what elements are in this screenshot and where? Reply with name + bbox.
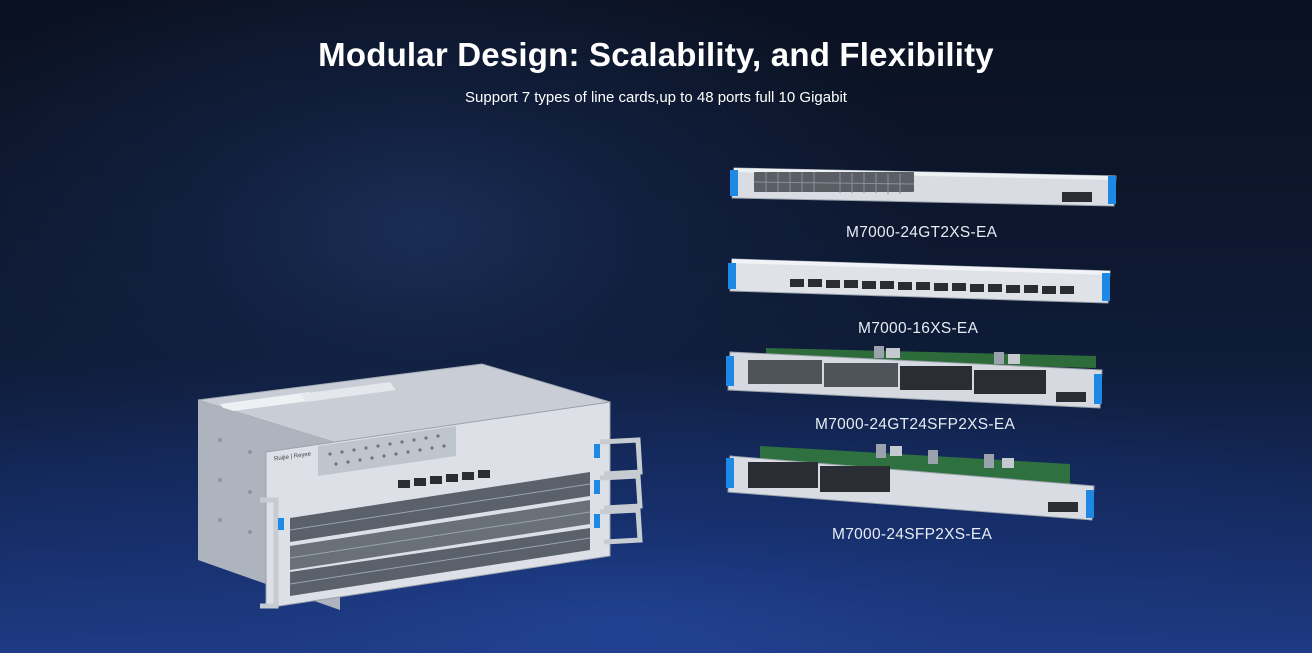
line-card-label-4: M7000-24SFP2XS-EA <box>832 526 993 543</box>
line-card-image-4 <box>726 444 1095 521</box>
line-card-label-1: M7000-24GT2XS-EA <box>846 224 998 241</box>
line-card-image-2 <box>728 258 1111 304</box>
line-card-label-3: M7000-24GT24SFP2XS-EA <box>815 416 1016 433</box>
line-card-image-3 <box>726 346 1103 409</box>
line-card-label-2: M7000-16XS-EA <box>858 320 979 337</box>
page-title: Modular Design: Scalability, and Flexibi… <box>318 36 994 73</box>
switch-chassis-image <box>197 363 643 610</box>
page-subtitle: Support 7 types of line cards,up to 48 p… <box>465 89 847 106</box>
line-card-image-1 <box>730 167 1117 207</box>
